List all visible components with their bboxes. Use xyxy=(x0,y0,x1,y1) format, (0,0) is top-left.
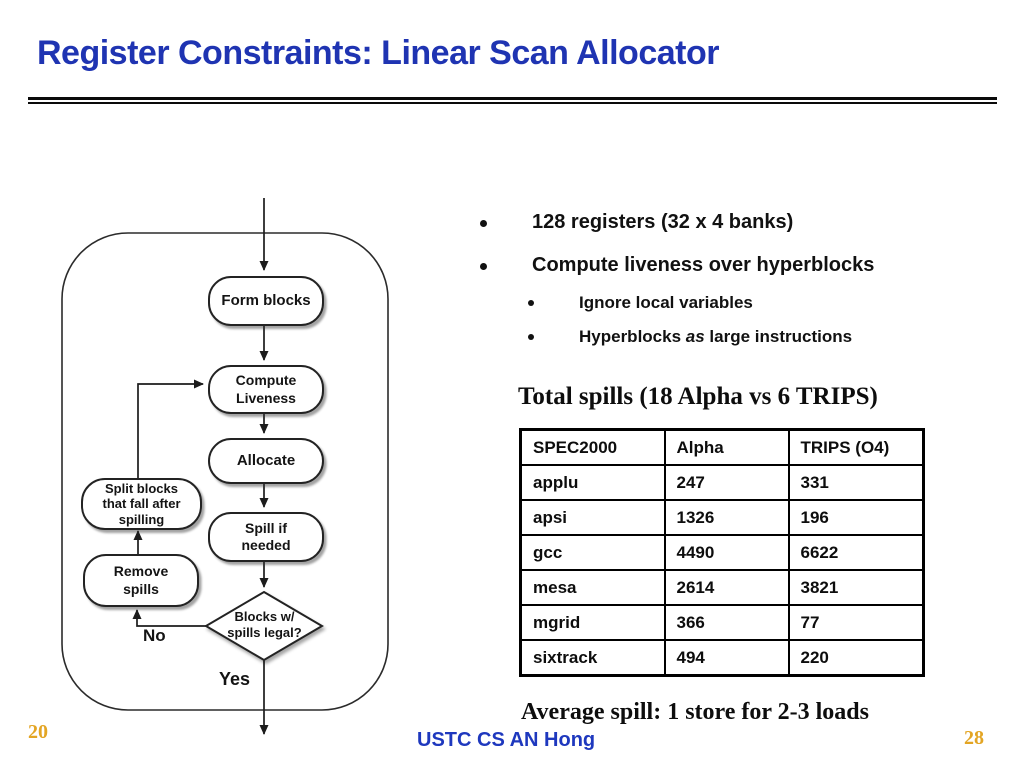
divider-thick-line xyxy=(28,97,997,100)
bullet-text: Ignore local variables xyxy=(579,293,753,312)
bullet-icon xyxy=(480,220,487,227)
flowchart-node-spill-if-needed: Spill if needed xyxy=(208,512,324,562)
flowchart-node-split-blocks: Split blocks that fall after spilling xyxy=(81,478,202,530)
bullet-text: Compute liveness over hyperblocks xyxy=(532,254,875,276)
cell-alpha: 247 xyxy=(663,464,790,501)
footer-credit: USTC CS AN Hong xyxy=(417,729,596,751)
table-row: apsi 1326 196 xyxy=(519,499,925,536)
divider-thin-line xyxy=(28,102,997,104)
flowchart-node-compute-liveness: Compute Liveness xyxy=(208,365,324,414)
decision-diamond xyxy=(204,590,324,662)
cell-trips: 331 xyxy=(787,464,925,501)
spills-caption: Average spill: 1 store for 2-3 loads xyxy=(521,699,869,725)
spills-heading: Total spills (18 Alpha vs 6 TRIPS) xyxy=(518,383,878,410)
arrow-no-to-removespills xyxy=(132,609,206,627)
bullet-item-liveness: Compute liveness over hyperblocks xyxy=(480,254,874,277)
table-row: applu 247 331 xyxy=(519,464,925,501)
no-branch-label: No xyxy=(143,626,166,645)
table-row: sixtrack 494 220 xyxy=(519,639,925,677)
table-row: mesa 2614 3821 xyxy=(519,569,925,606)
bullet-subitem-ignore-locals: Ignore local variables xyxy=(528,293,753,313)
cell-trips: 77 xyxy=(787,604,925,641)
yes-branch-label: Yes xyxy=(219,669,251,689)
page-number-left: 20 xyxy=(28,721,48,743)
title-divider xyxy=(28,97,997,104)
table-row: gcc 4490 6622 xyxy=(519,534,925,571)
cell-benchmark: sixtrack xyxy=(519,639,666,677)
cell-trips: 3821 xyxy=(787,569,925,606)
flowchart-node-remove-spills: Remove spills xyxy=(83,554,199,607)
cell-alpha: 4490 xyxy=(663,534,790,571)
bullet-icon xyxy=(528,300,534,306)
flowchart-node-allocate: Allocate xyxy=(208,438,324,484)
col-header: TRIPS (O4) xyxy=(787,428,925,466)
cell-trips: 196 xyxy=(787,499,925,536)
cell-alpha: 1326 xyxy=(663,499,790,536)
decision-label: Blocks w/ spills legal? xyxy=(227,609,302,641)
cell-benchmark: apsi xyxy=(519,499,666,536)
bullet-icon xyxy=(480,263,487,270)
bullet-text: Hyperblocks as large instructions xyxy=(579,327,853,346)
cell-alpha: 366 xyxy=(663,604,790,641)
page-number-right: 28 xyxy=(964,727,984,749)
flowchart-node-form-blocks: Form blocks xyxy=(208,276,324,326)
cell-alpha: 494 xyxy=(663,639,790,677)
arrow-splitblocks-to-liveness xyxy=(137,379,204,478)
col-header: SPEC2000 xyxy=(519,428,666,466)
cell-benchmark: mgrid xyxy=(519,604,666,641)
cell-benchmark: mesa xyxy=(519,569,666,606)
bullet-subitem-hyperblocks: Hyperblocks as large instructions xyxy=(528,327,852,347)
cell-benchmark: applu xyxy=(519,464,666,501)
bullet-text: 128 registers (32 x 4 banks) xyxy=(532,211,794,233)
flowchart-container-outline xyxy=(61,232,389,711)
table-header-row: SPEC2000 Alpha TRIPS (O4) xyxy=(519,428,925,466)
bullet-item-registers: 128 registers (32 x 4 banks) xyxy=(480,211,793,234)
bullet-icon xyxy=(528,334,534,340)
cell-benchmark: gcc xyxy=(519,534,666,571)
cell-trips: 220 xyxy=(787,639,925,677)
spills-table: SPEC2000 Alpha TRIPS (O4) applu 247 331 … xyxy=(519,428,925,677)
col-header: Alpha xyxy=(663,428,790,466)
table-row: mgrid 366 77 xyxy=(519,604,925,641)
cell-trips: 6622 xyxy=(787,534,925,571)
page-title: Register Constraints: Linear Scan Alloca… xyxy=(37,34,719,72)
cell-alpha: 2614 xyxy=(663,569,790,606)
